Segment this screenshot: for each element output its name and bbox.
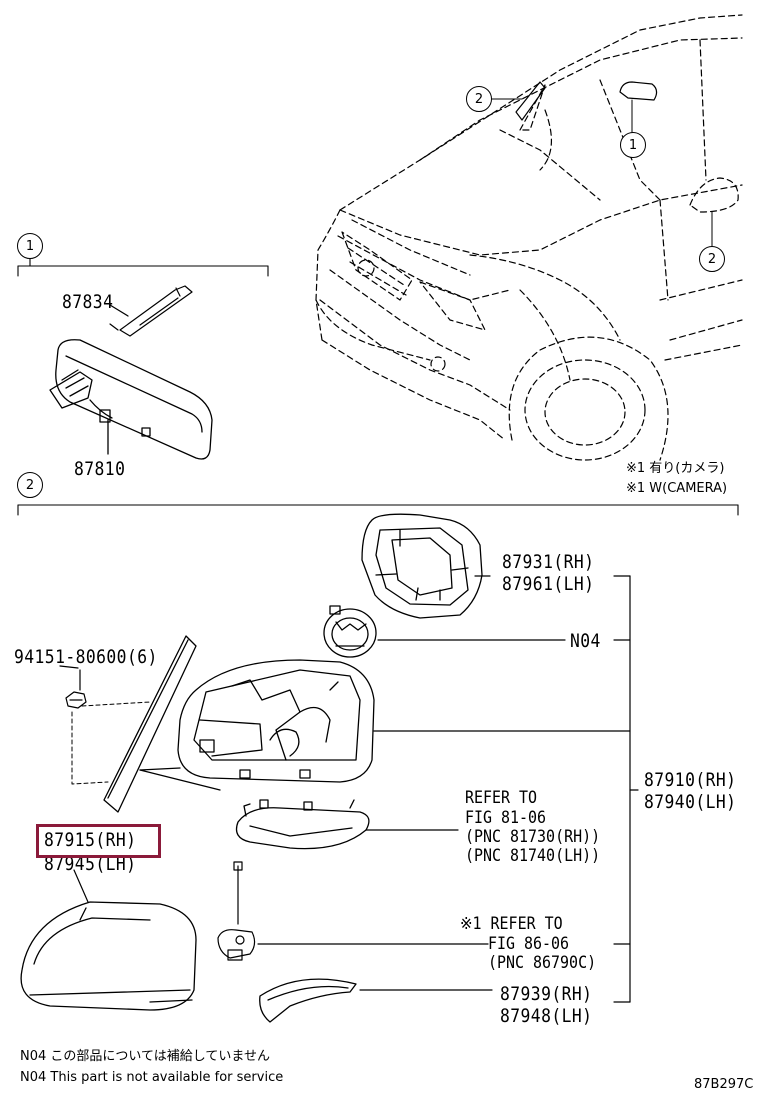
part-label-94151[interactable]: 94151-80600(6)	[14, 646, 158, 668]
vehicle-inner-mirror	[515, 81, 658, 121]
callout-1-section: 1	[17, 233, 43, 259]
part-mirror-base	[103, 635, 197, 813]
leader-lines	[59, 575, 639, 1003]
callout-2-vehicle-mirror: 2	[699, 246, 725, 272]
part-87931-mirror-glass	[361, 513, 483, 619]
part-label-87948[interactable]: 87948(LH)	[500, 1005, 593, 1027]
part-label-87910[interactable]: 87910(RH)	[644, 769, 737, 791]
section-1-bracket	[17, 257, 269, 277]
vehicle-illustration	[315, 14, 743, 461]
part-label-87834[interactable]: 87834	[62, 291, 114, 313]
refer-fig-81-06-line4: (PNC 81740(LH))	[465, 846, 601, 866]
screw-dashed-leaders	[71, 701, 151, 785]
refer-fig-81-06-line2[interactable]: FIG 81-06	[465, 808, 547, 828]
section-2-bracket	[17, 504, 739, 516]
part-87910-mirror-housing	[139, 659, 375, 791]
callout-1-vehicle: 1	[620, 132, 646, 158]
refer-fig-86-06-line1: ※1 REFER TO	[460, 914, 563, 934]
part-label-n04[interactable]: N04	[570, 630, 601, 652]
part-label-87810[interactable]: 87810	[74, 458, 126, 480]
footer-note-en: N04 This part is not available for servi…	[20, 1070, 284, 1085]
note-camera-en: ※1 W(CAMERA)	[626, 481, 728, 496]
part-87939-trim	[259, 978, 357, 1023]
callout-leaders	[491, 98, 713, 247]
callout-2-section: 2	[17, 472, 43, 498]
figure-code: 87B297C	[694, 1077, 754, 1092]
part-label-87939[interactable]: 87939(RH)	[500, 983, 593, 1005]
refer-fig-86-06-line3: (PNC 86790C)	[488, 953, 597, 973]
part-turn-signal-lamp	[235, 799, 370, 850]
note-camera-jp: ※1 有り(カメラ)	[626, 461, 725, 476]
part-label-87915[interactable]: 87915(RH)	[44, 829, 137, 851]
part-87915-mirror-cover	[20, 901, 197, 1011]
selected-part-highlight	[36, 824, 161, 858]
part-label-87961[interactable]: 87961(LH)	[502, 573, 595, 595]
part-n04-motor	[323, 605, 377, 658]
refer-fig-81-06-line3: (PNC 81730(RH))	[465, 827, 601, 847]
part-87834-wire	[109, 285, 193, 337]
part-label-87945[interactable]: 87945(LH)	[44, 853, 137, 875]
refer-fig-86-06-line2[interactable]: FIG 86-06	[488, 934, 570, 954]
footer-note-jp: N04 この部品については補給していません	[20, 1049, 270, 1064]
part-camera	[217, 861, 256, 961]
part-label-87940[interactable]: 87940(LH)	[644, 791, 737, 813]
part-87810-inner-mirror	[49, 339, 213, 460]
callout-2-vehicle-sensor: 2	[466, 86, 492, 112]
part-label-87931[interactable]: 87931(RH)	[502, 551, 595, 573]
refer-fig-81-06-line1: REFER TO	[465, 788, 538, 808]
part-94151-screw	[65, 669, 87, 709]
